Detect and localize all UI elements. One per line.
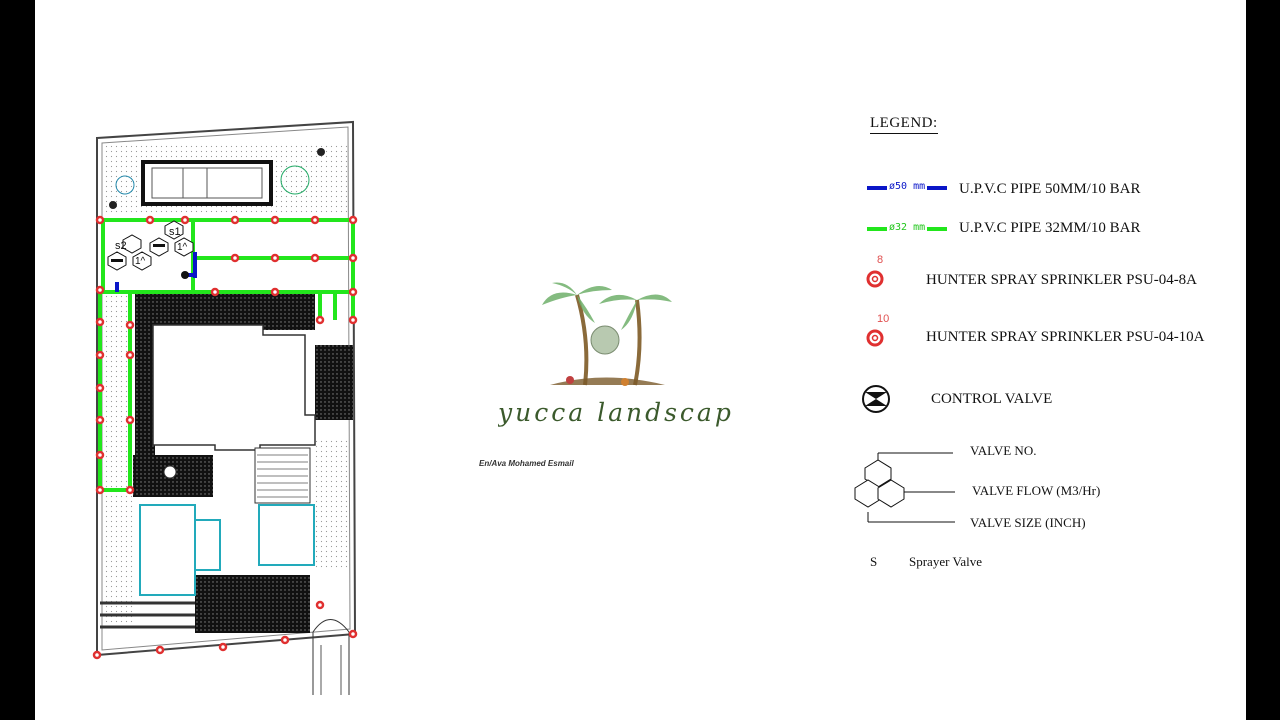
legend-sprinkler-8-number: 8 [877,254,884,266]
valve-s1-size: 1^ [177,242,188,253]
valve-s2 [107,234,152,271]
paving-area-bottom [195,575,310,633]
garden-area-right [315,440,350,570]
entrance-steps [100,601,195,629]
sprayer-symbol: S [870,554,878,569]
fountain [163,465,177,479]
legend-pipe-50mm-tag: ø50 mm [887,181,928,192]
author-credit: En/Ava Mohamed Esmail [479,459,574,468]
legend-sprinkler-10-label: HUNTER SPRAY SPRINKLER PSU-04-10A [926,329,1205,345]
legend-sprinkler-10-icon [866,329,884,347]
legend-sprinkler-8-icon [866,270,884,288]
legend-control-valve-label: CONTROL VALVE [931,391,1053,407]
gazebo [280,165,310,195]
sprayer-valve-label: Sprayer Valve [909,554,983,569]
gate-arc [312,619,350,633]
legend-pipe-50mm-label: U.P.V.C PIPE 50MM/10 BAR [959,181,1141,197]
site-plan [92,120,358,695]
valve-key-size-label: VALVE SIZE (INCH) [970,515,1086,530]
valve-s1 [149,220,194,257]
yucca-palm-logo-icon [542,282,672,386]
legend-symbols [854,186,955,523]
water-source [181,271,189,279]
paving-strip-right [315,345,353,420]
building-terrace [145,290,315,330]
legend-title: LEGEND: [870,115,938,134]
logo-wordmark: yucca landscape [498,398,734,427]
legend-pipe-32mm-label: U.P.V.C PIPE 32MM/10 BAR [959,220,1141,236]
sprinkler-heads [92,215,358,660]
valve-s2-size: 1^ [135,256,146,267]
valve-key-no-label: VALVE NO. [970,443,1037,458]
control-valve-icon [862,385,890,413]
stair-steps [257,454,308,498]
paving-strip-left [135,292,155,492]
legend-sprinkler-8-label: HUNTER SPRAY SPRINKLER PSU-04-8A [926,272,1198,288]
main-hall [152,324,316,451]
room-bath [194,519,221,571]
planter [115,175,135,195]
room-bottom-right [258,504,315,566]
stairs [254,447,311,504]
legend-pipe-32mm-tag: ø32 mm [887,222,928,233]
valve-s1-no: s1 [169,226,181,238]
valve-s2-no: s2 [115,240,127,252]
drawing-canvas: s2 1^ s1 1^ yucca landscape En/Ava Moham… [35,0,1246,720]
garden-area-bottom-left [103,500,133,630]
legend-sprinkler-10-number: 10 [877,313,890,325]
room-bottom-left [139,504,196,596]
lamp-post [317,148,325,156]
valve-key-flow-label: VALVE FLOW (M3/Hr) [972,483,1101,498]
valve-key-icon [854,452,955,523]
lamp-post [109,201,117,209]
